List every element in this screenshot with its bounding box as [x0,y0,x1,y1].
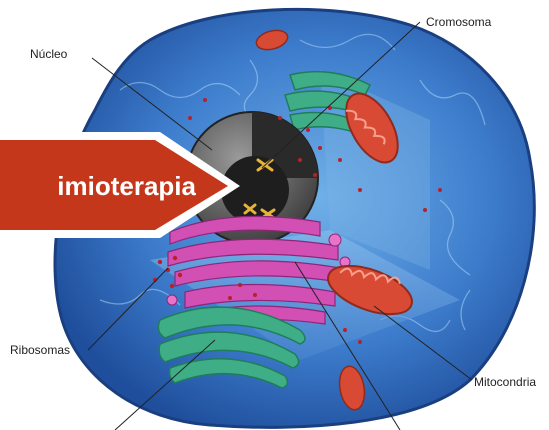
label-nucleus: Núcleo [30,47,68,61]
label-chromosome: Cromosoma [426,15,492,29]
banner-title: imioterapia [0,166,196,206]
label-mitochondria: Mitocondria [474,375,536,389]
label-ribosomes: Ribosomas [10,343,70,357]
